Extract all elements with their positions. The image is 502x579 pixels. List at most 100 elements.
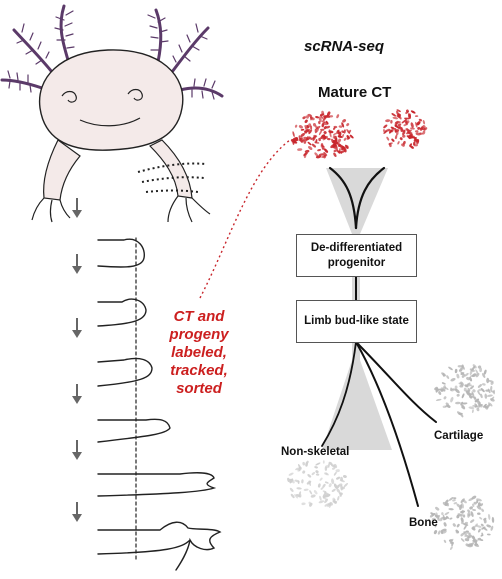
cell <box>388 143 392 148</box>
cell <box>440 388 444 392</box>
cell <box>415 132 422 136</box>
cell <box>443 539 447 543</box>
cell <box>474 543 480 547</box>
cell <box>333 125 338 128</box>
cell <box>321 110 325 116</box>
cell <box>396 114 402 118</box>
cell <box>452 523 456 527</box>
cell <box>444 404 448 408</box>
cell <box>481 508 484 512</box>
cell <box>460 371 464 375</box>
cell <box>312 123 317 127</box>
cell <box>315 473 320 476</box>
cell <box>323 136 327 140</box>
cell <box>396 109 401 113</box>
cell <box>304 149 310 153</box>
cell <box>383 124 388 129</box>
cell <box>397 123 402 127</box>
cell <box>320 143 324 148</box>
cell <box>414 115 419 118</box>
cell <box>327 111 331 116</box>
cell <box>477 390 481 396</box>
cell <box>402 134 406 138</box>
cell <box>470 511 474 517</box>
cell <box>313 490 318 495</box>
cell <box>422 130 426 135</box>
cell <box>437 530 441 535</box>
cell <box>339 479 345 483</box>
cell <box>457 365 463 368</box>
cell <box>336 488 341 493</box>
cell <box>309 114 313 121</box>
cell <box>476 498 482 502</box>
cell <box>308 129 313 135</box>
cell <box>321 134 326 138</box>
cell <box>314 466 318 469</box>
cell <box>455 529 459 534</box>
cell <box>337 150 341 154</box>
cell <box>314 128 317 134</box>
cell <box>472 503 475 508</box>
cell <box>463 531 466 535</box>
cell <box>488 402 493 407</box>
cell <box>410 110 416 114</box>
cell <box>324 472 328 476</box>
cell <box>482 373 486 378</box>
cell <box>472 389 476 393</box>
cell <box>338 131 342 137</box>
cell <box>326 137 331 141</box>
cell <box>453 497 457 500</box>
cell <box>475 369 479 375</box>
cell <box>459 384 464 388</box>
cell <box>480 523 484 527</box>
cell <box>303 152 308 156</box>
cell <box>324 491 327 495</box>
cell <box>337 138 342 143</box>
cell <box>452 499 456 502</box>
time-arrows <box>72 198 82 522</box>
cell <box>435 398 442 401</box>
cell <box>330 144 335 149</box>
cell <box>450 546 453 550</box>
cell <box>465 543 470 547</box>
cell <box>383 129 386 134</box>
cell <box>460 533 464 537</box>
cell <box>469 506 473 510</box>
cell <box>456 411 462 416</box>
cell <box>297 148 303 151</box>
cell <box>486 524 492 528</box>
cell <box>443 396 447 400</box>
cell <box>456 373 460 379</box>
cell <box>346 136 351 140</box>
cell <box>343 129 346 134</box>
cell <box>414 130 419 133</box>
cell <box>295 494 301 498</box>
cell <box>298 125 303 129</box>
cell <box>490 525 494 531</box>
cell <box>318 116 322 123</box>
cell <box>394 128 397 133</box>
cell <box>479 404 483 408</box>
cell <box>307 113 312 117</box>
cell <box>324 503 330 507</box>
cell <box>338 125 343 128</box>
cell <box>423 127 428 131</box>
cell <box>311 143 317 148</box>
cell <box>304 126 309 132</box>
cell <box>322 495 327 500</box>
cell <box>292 131 295 138</box>
cell <box>415 121 418 128</box>
cell <box>294 124 298 128</box>
cell <box>442 514 445 520</box>
cell <box>385 119 391 123</box>
cell <box>302 470 306 474</box>
cell <box>431 517 436 521</box>
cell <box>466 382 471 386</box>
cell <box>328 130 334 134</box>
cell <box>384 128 390 133</box>
cell <box>462 514 466 518</box>
cell <box>410 122 414 128</box>
cell <box>315 125 321 130</box>
cell <box>304 119 308 124</box>
cell <box>336 114 340 119</box>
